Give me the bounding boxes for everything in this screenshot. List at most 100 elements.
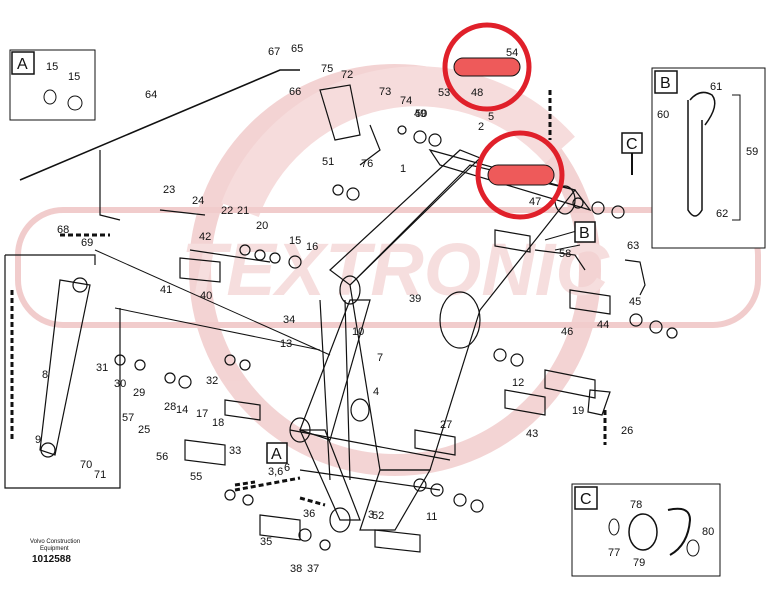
part-label-30: 30 <box>114 378 126 390</box>
detail-box-c-label-77: 77 <box>608 547 620 559</box>
part-label-19: 19 <box>572 405 584 417</box>
figure-number: 1012588 <box>32 554 71 565</box>
part-label-13: 13 <box>280 338 292 350</box>
watermark: TEXTRONIC <box>15 64 761 476</box>
part-label-20: 20 <box>256 220 268 232</box>
part-label-69: 69 <box>81 237 93 249</box>
part-label-7: 7 <box>377 352 383 364</box>
part-label-75: 75 <box>321 63 333 75</box>
part-label-47: 47 <box>529 196 541 208</box>
part-label-53: 53 <box>438 87 450 99</box>
part-label-55: 55 <box>190 471 202 483</box>
part-label-3: 3 <box>368 509 374 521</box>
watermark-text: TEXTRONIC <box>181 228 610 311</box>
detail-box-c-letter: C <box>580 491 592 508</box>
highlight-circle-top <box>442 22 532 112</box>
part-label-70: 70 <box>80 459 92 471</box>
part-label-66: 66 <box>289 86 301 98</box>
part-label-52: 52 <box>372 510 384 522</box>
part-label-27: 27 <box>440 419 452 431</box>
part-label-41: 41 <box>160 284 172 296</box>
watermark-banner <box>15 207 761 328</box>
part-label-15: 15 <box>289 235 301 247</box>
part-label-68: 68 <box>57 224 69 236</box>
part-label-6: 6 <box>284 462 290 474</box>
detail-box-c-label-78: 78 <box>630 499 642 511</box>
part-label-50: 50 <box>415 108 427 120</box>
part-label-32: 32 <box>206 375 218 387</box>
highlighted-pin-middle <box>487 164 555 186</box>
detail-box-c: C 78 77 79 80 <box>571 483 721 577</box>
detail-box-c-label-79: 79 <box>633 557 645 569</box>
part-label-63: 63 <box>627 240 639 252</box>
part-label-57: 57 <box>122 412 134 424</box>
part-label-56: 56 <box>156 451 168 463</box>
detail-box-a-letter: A <box>17 56 28 73</box>
part-label-67: 67 <box>268 46 280 58</box>
detail-box-b-label-60: 60 <box>657 109 669 121</box>
part-label-23: 23 <box>163 184 175 196</box>
detail-box-b: B 61 60 59 62 <box>651 67 766 249</box>
link-detail-frame <box>4 254 121 489</box>
part-label-31: 31 <box>96 362 108 374</box>
part-label-24: 24 <box>192 195 204 207</box>
part-label-43: 43 <box>526 428 538 440</box>
callout-flag-b-letter: B <box>579 225 590 242</box>
detail-box-a: A 15 15 <box>9 49 96 121</box>
part-label-40: 40 <box>200 290 212 302</box>
callout-flag-b <box>574 221 596 243</box>
callout-flag-c-letter: C <box>626 136 638 153</box>
part-label-25: 25 <box>138 424 150 436</box>
part-label-58: 58 <box>559 248 571 260</box>
part-label-44: 44 <box>597 319 609 331</box>
part-label-46: 46 <box>561 326 573 338</box>
caption-line-1: Volvo Construction <box>30 539 80 545</box>
callout-flag-a-suffix: 3,6 <box>268 466 283 478</box>
highlighted-pin-top <box>453 57 521 77</box>
part-label-10: 10 <box>352 326 364 338</box>
detail-box-b-label-61: 61 <box>710 81 722 93</box>
caption-line-2: Equipment <box>40 546 69 552</box>
part-label-33: 33 <box>229 445 241 457</box>
part-label-14: 14 <box>176 404 188 416</box>
part-label-37: 37 <box>307 563 319 575</box>
detail-box-b-label-62: 62 <box>716 208 728 220</box>
part-label-72: 72 <box>341 69 353 81</box>
part-label-65: 65 <box>291 43 303 55</box>
highlight-circle-middle <box>475 130 565 220</box>
part-label-4: 4 <box>373 386 379 398</box>
part-label-21: 21 <box>237 205 249 217</box>
part-label-36: 36 <box>303 508 315 520</box>
part-label-12: 12 <box>512 377 524 389</box>
part-label-73: 73 <box>379 86 391 98</box>
part-label-48: 48 <box>471 87 483 99</box>
part-label-64: 64 <box>145 89 157 101</box>
part-label-8: 8 <box>42 369 48 381</box>
highlight-circles <box>442 22 565 220</box>
part-label-29: 29 <box>133 387 145 399</box>
part-label-1: 1 <box>400 163 406 175</box>
part-label-9: 9 <box>35 434 41 446</box>
part-label-42: 42 <box>199 231 211 243</box>
part-label-71: 71 <box>94 469 106 481</box>
part-label-2: 2 <box>478 121 484 133</box>
part-label-54: 54 <box>506 47 518 59</box>
detail-box-a-label-2: 15 <box>68 71 80 83</box>
part-label-16: 16 <box>306 241 318 253</box>
part-label-76: 76 <box>361 158 373 170</box>
dashed-leaders <box>10 90 607 507</box>
part-label-51: 51 <box>322 156 334 168</box>
detail-box-c-label-80: 80 <box>702 526 714 538</box>
watermark-arc <box>221 66 575 218</box>
part-label-22: 22 <box>221 205 233 217</box>
part-label-18: 18 <box>212 417 224 429</box>
detail-box-a-label-1: 15 <box>46 61 58 73</box>
document-caption: Volvo Construction Equipment 1012588 <box>30 539 80 565</box>
part-label-11: 11 <box>426 511 437 523</box>
part-label-28: 28 <box>164 401 176 413</box>
part-label-38: 38 <box>290 563 302 575</box>
callout-flag-a-letter: A <box>271 446 282 463</box>
